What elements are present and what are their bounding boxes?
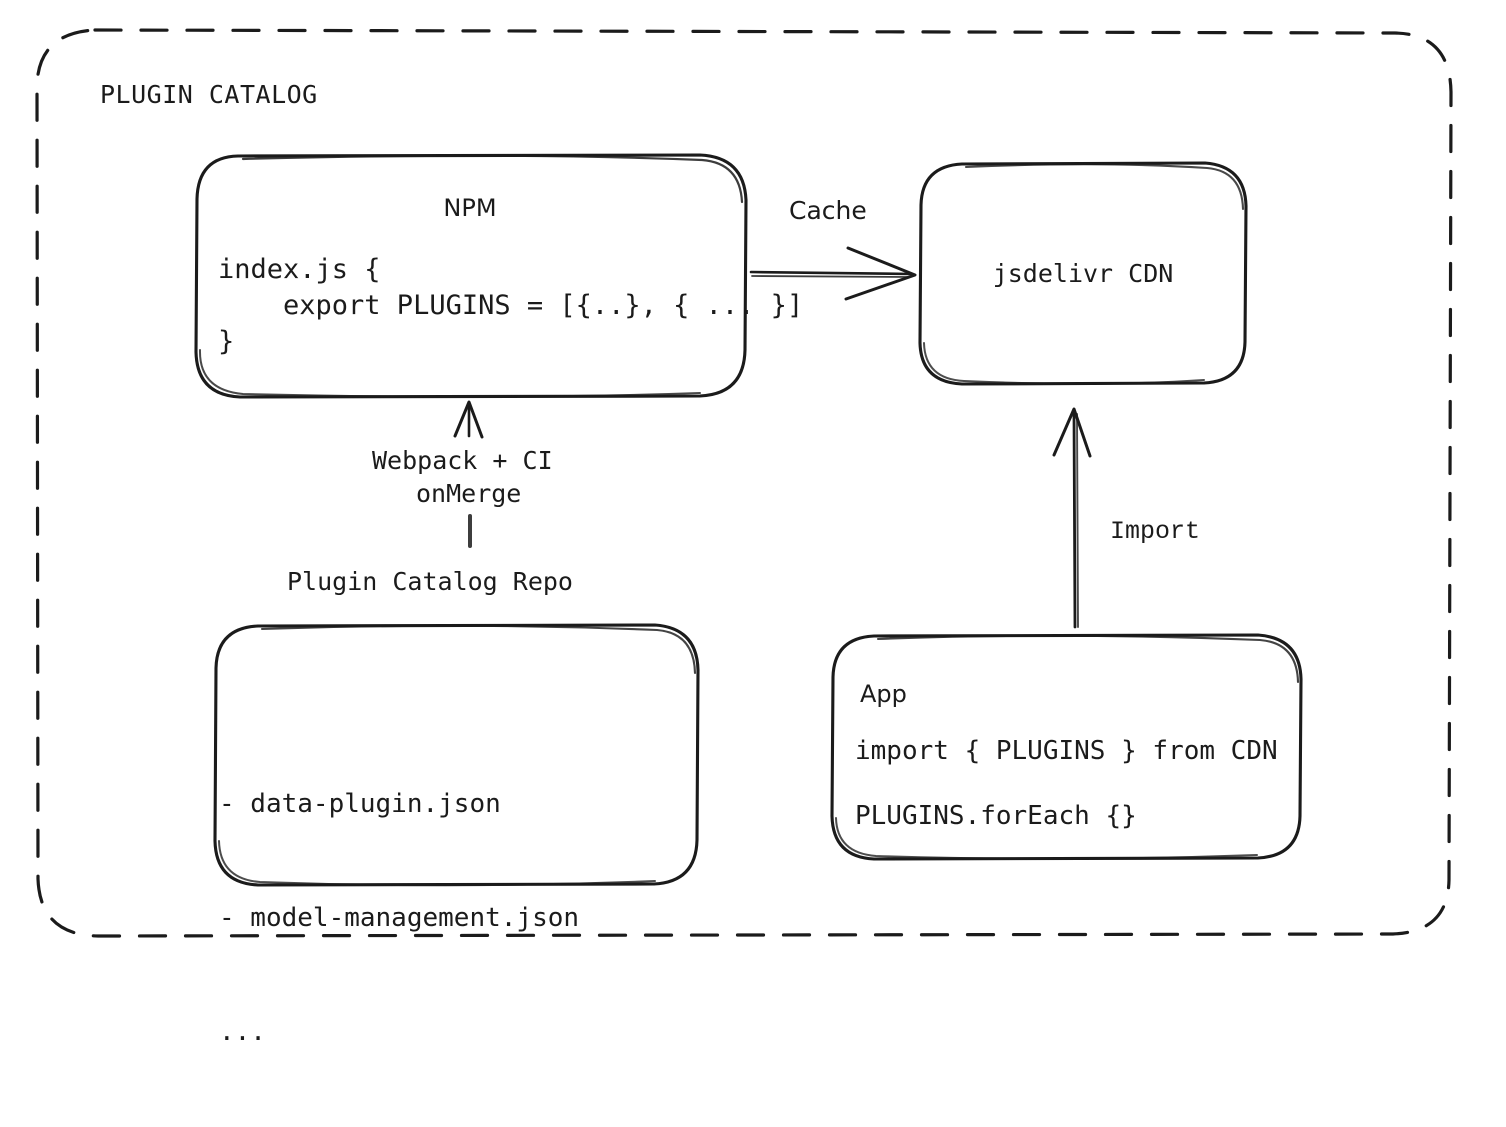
edge-app-to-cdn-shaft xyxy=(1072,410,1077,629)
cdn-box-title: jsdelivr CDN xyxy=(992,259,1174,288)
container-title: PLUGIN CATALOG xyxy=(100,80,318,109)
app-box-outline xyxy=(830,633,1303,861)
repo-item: ... xyxy=(219,1017,266,1047)
app-box-foreach-statement: PLUGINS.forEach {} xyxy=(855,801,1137,831)
edge-label-cache: Cache xyxy=(789,196,867,225)
edge-repo-to-npm-arrowhead xyxy=(453,400,484,439)
repo-box-outline xyxy=(213,623,700,887)
edge-npm-to-cdn-shaft xyxy=(749,270,913,276)
container-dashed-border xyxy=(35,28,1453,938)
npm-box-outline-sketch3 xyxy=(198,349,701,398)
cdn-box-outline-sketch3 xyxy=(923,342,1205,385)
cdn-box-outline xyxy=(918,161,1248,386)
edge-app-to-cdn-shaft-sketch xyxy=(1076,413,1079,628)
edge-label-onmerge: onMerge xyxy=(416,479,522,508)
app-box-title: App xyxy=(860,680,907,708)
edge-label-import: Import xyxy=(1110,517,1201,546)
repo-item: - data-plugin.json xyxy=(219,789,501,819)
npm-box-outline xyxy=(194,153,748,399)
npm-box-code: index.js { export PLUGINS = [{..}, { ...… xyxy=(218,254,804,357)
edge-npm-to-cdn-shaft-sketch xyxy=(751,275,911,278)
repo-box-caption: Plugin Catalog Repo xyxy=(287,567,573,596)
npm-box-outline-sketch2 xyxy=(241,154,744,204)
repo-box-items: - data-plugin.json - model-management.js… xyxy=(219,709,579,1127)
repo-item: - model-management.json xyxy=(219,903,580,933)
app-box-outline-sketch3 xyxy=(835,817,1258,860)
edge-label-webpack-ci: Webpack + CI xyxy=(372,446,553,475)
edge-npm-to-cdn-arrowhead xyxy=(844,246,917,301)
cdn-box-outline-sketch2 xyxy=(964,163,1245,211)
edge-app-to-cdn-arrowhead xyxy=(1052,407,1092,458)
npm-box-title: NPM xyxy=(443,194,497,222)
diagram-canvas: PLUGIN CATALOG NPM index.js { export PLU… xyxy=(35,28,1453,1047)
repo-box-outline-sketch2 xyxy=(260,624,697,675)
app-box-outline-sketch2 xyxy=(876,634,1300,684)
diagram-vector-layer xyxy=(35,28,1453,938)
repo-box-outline-sketch3 xyxy=(218,840,656,887)
app-box-import-statement: import { PLUGINS } from CDN xyxy=(855,736,1278,766)
